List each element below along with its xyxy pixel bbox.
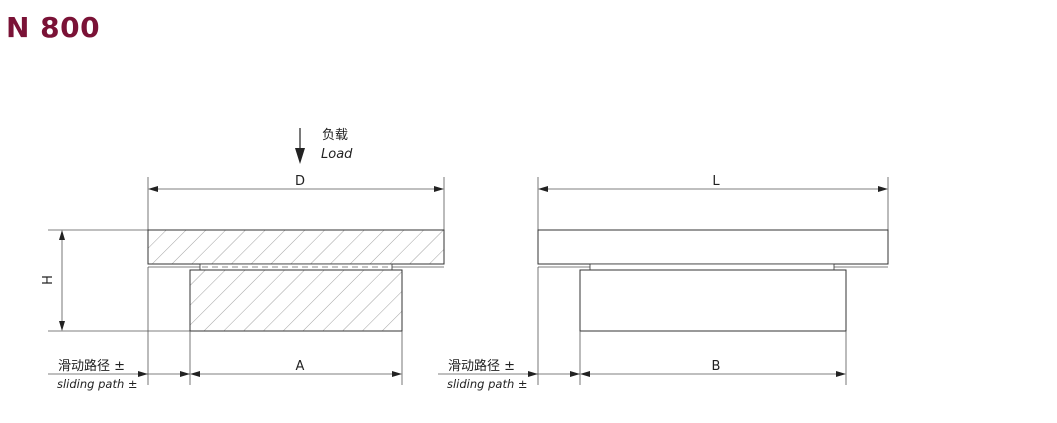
sliding-path-left (48, 371, 190, 377)
side-view: L B 滑动路径 ± sliding path ± (438, 174, 889, 391)
dimension-h-label: H (41, 275, 56, 285)
lower-block-section (189, 269, 403, 332)
dimension-a-label: A (296, 359, 305, 374)
dimension-a (190, 371, 402, 377)
dimension-b (580, 371, 846, 377)
top-plate-side (537, 229, 889, 265)
dimension-d (147, 177, 445, 230)
sliding-plate-side (589, 263, 835, 271)
load-label-cn: 负载 (322, 128, 348, 143)
page-title: N 800 (6, 11, 101, 44)
sliding-path-right (438, 371, 580, 377)
load-label-en: Load (321, 147, 353, 162)
sliding-path-right-en: sliding path ± (447, 377, 528, 391)
lower-block-side (579, 269, 847, 332)
section-view: 负载 Load D H (41, 128, 445, 391)
sliding-path-left-cn: 滑动路径 ± (58, 358, 125, 374)
dimension-l-label: L (712, 174, 720, 189)
dimension-h (48, 229, 190, 332)
top-plate-section (147, 229, 445, 265)
sliding-path-right-cn: 滑动路径 ± (448, 358, 515, 374)
dimension-b-label: B (712, 359, 721, 374)
load-arrow-icon (295, 128, 305, 164)
dimension-d-label: D (295, 174, 305, 189)
sliding-path-left-en: sliding path ± (57, 377, 138, 391)
dimension-l (537, 177, 889, 230)
